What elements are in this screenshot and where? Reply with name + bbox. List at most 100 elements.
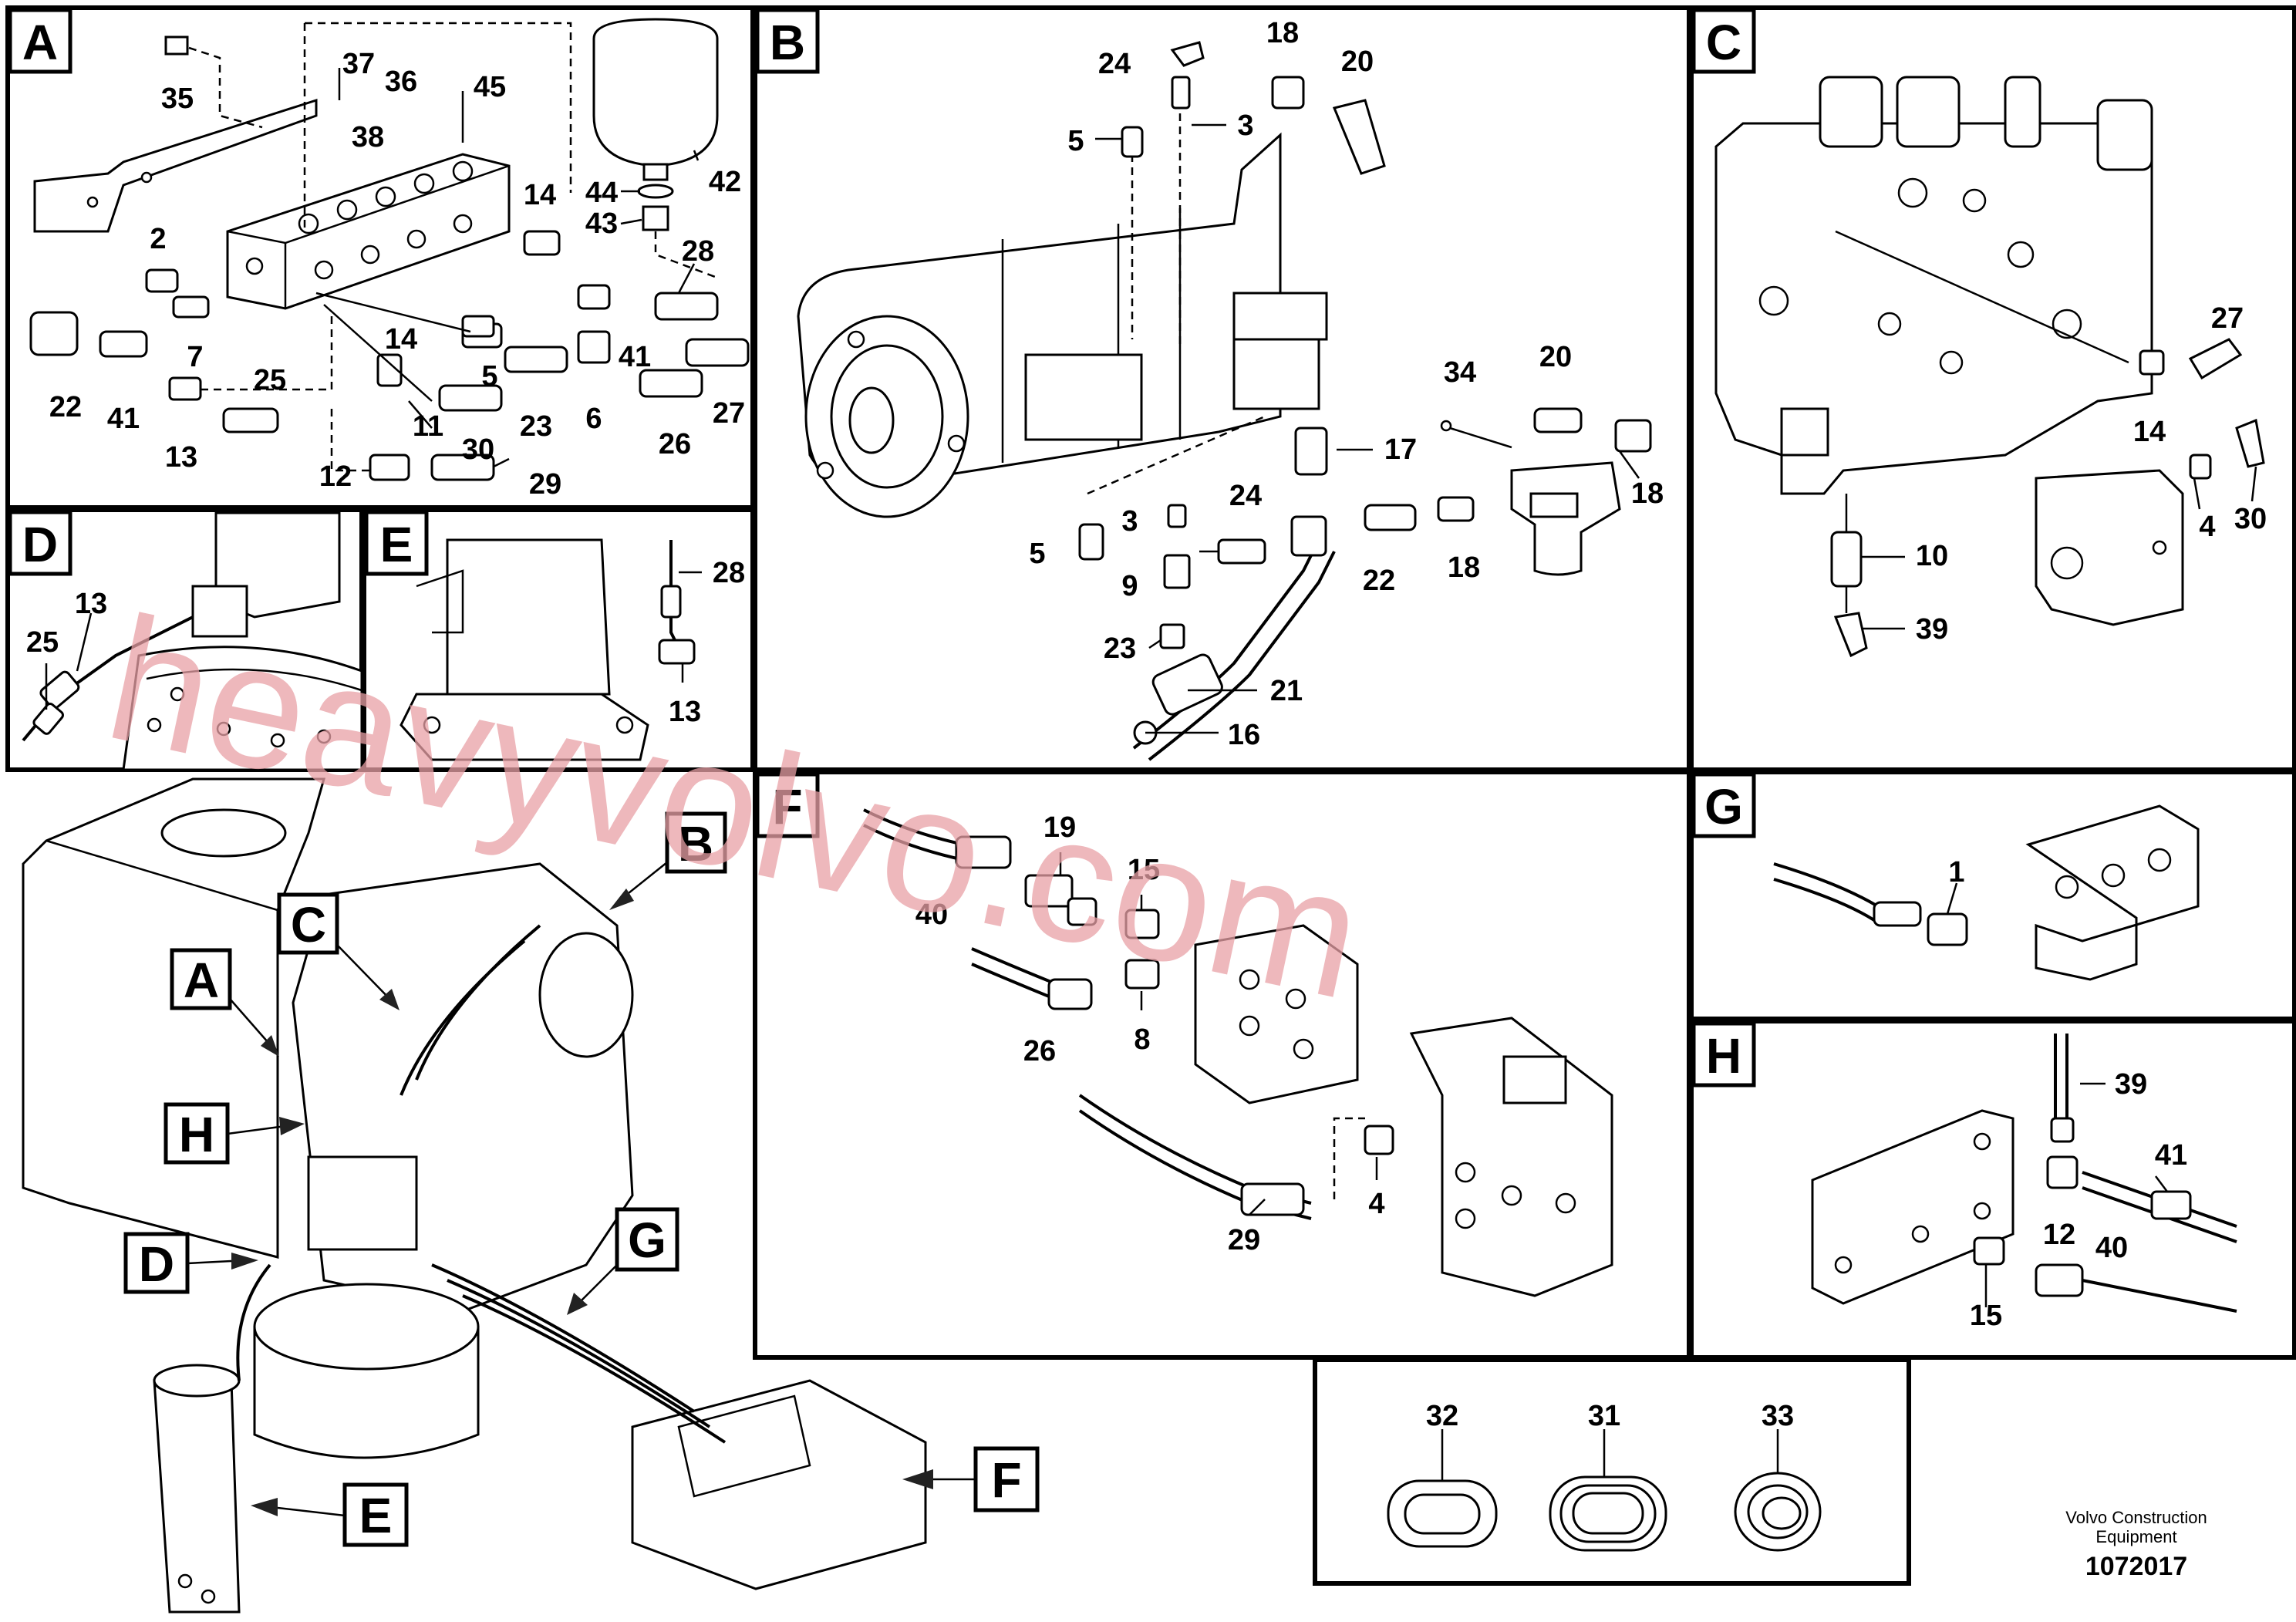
tee-6 [577,330,611,364]
overview-tag-g-label: G [628,1212,666,1268]
callout-b-21: 21 [1270,675,1303,707]
panel-tag-f: F [755,772,820,838]
panel-e-label: E [380,517,413,572]
callout-e-28: 28 [713,557,745,589]
elbow-18-top [1271,76,1305,110]
callout-c-39: 39 [1916,613,1948,646]
valve-block-left [1194,924,1359,1104]
callout-d-13: 13 [75,588,107,620]
panel-d-label: D [22,517,58,572]
fitting-14-lower [461,315,495,338]
fitting-10 [1830,531,1863,588]
fitting-8 [1124,959,1160,990]
fitting-23 [1159,623,1185,649]
overview-tag-f-label: F [991,1452,1021,1508]
overview-tag-h-label: H [179,1107,214,1162]
callout-a-41-right: 41 [619,341,651,373]
panel-c-drawing [1714,76,2265,658]
callout-a-2: 2 [150,223,166,255]
screw-35 [164,35,189,56]
elbow-1 [1927,912,1968,946]
callout-c-4: 4 [2199,511,2215,543]
panel-d-drawing [22,511,363,771]
panel-tag-h: H [1691,1021,1756,1088]
tank-cap [160,808,287,858]
callout-a-12: 12 [319,460,352,493]
hose-end-20-top [1332,99,1386,175]
hose-end-26-f [1047,978,1093,1010]
fitting-14-upper [523,230,561,256]
plug-5-bottom [1078,523,1104,561]
callout-a-29: 29 [529,468,561,501]
fitting-15-h [1973,1236,2005,1266]
callout-f-29: 29 [1228,1224,1260,1256]
fitting-3-bottom [1167,504,1187,528]
hose-end-30 [2235,418,2265,468]
hose-end-23 [504,346,568,373]
control-valve-frame [631,1379,927,1590]
filter-housing [1510,461,1621,576]
callout-b-18-right: 18 [1631,477,1664,510]
panel-f-label: F [772,779,802,835]
callout-a-6: 6 [585,403,602,435]
overview-tags: B C A H D G [123,811,1040,1547]
panel-tag-b: B [755,8,820,74]
tee-12-h [2046,1155,2079,1189]
callout-f-26: 26 [1023,1035,1056,1067]
panel-b-label: B [770,15,805,70]
panel-h-drawing [1811,1034,2237,1313]
callout-b-20-top: 20 [1341,46,1374,78]
overview-tag-a-label: A [184,953,219,1008]
tee-12 [369,454,410,481]
seal-panel-callouts: 32 31 33 [1426,1400,1794,1432]
callout-a-27: 27 [713,397,745,430]
hose-end-21 [1151,653,1223,716]
elbow-27 [2188,338,2243,380]
hose-end-29-f [1240,1182,1305,1216]
mount-plate-h [1811,1109,2014,1305]
callout-b-23: 23 [1104,632,1136,665]
accumulator [592,18,719,167]
callout-c-10: 10 [1916,540,1948,572]
hose-end-40-h [2035,1263,2084,1297]
panel-g-callouts: 1 [1948,856,1964,889]
hydraulic-tank [22,777,325,1259]
callout-a-23: 23 [520,410,552,443]
hose-end-20-right [1533,407,1583,433]
callout-h-39: 39 [2115,1068,2147,1101]
valve-block [226,153,511,310]
panel-g-drawing [1773,804,2200,981]
elbow-24-top [1170,41,1205,67]
overview-pump-flange [538,932,634,1058]
callout-a-35: 35 [161,83,194,115]
footer: Volvo Construction Equipment 1072017 [2065,1508,2207,1581]
callout-a-44: 44 [585,177,618,209]
callout-a-25: 25 [254,364,286,396]
footer-brand-line2: Equipment [2095,1527,2176,1546]
hose-end-25 [222,407,279,433]
callout-a-11: 11 [413,410,443,443]
panel-tag-d: D [8,510,72,576]
callout-seal-33: 33 [1762,1400,1794,1432]
callout-f-15: 15 [1128,854,1160,886]
plug-5-top [1121,126,1144,158]
panel-a-label: A [22,15,58,70]
hose-end-41-h [2150,1190,2192,1220]
fitting-17 [1294,427,1328,476]
callout-h-12: 12 [2043,1219,2075,1251]
panel-e-callouts: 28 13 [669,557,745,728]
callout-seal-32: 32 [1426,1400,1458,1432]
callout-a-38: 38 [352,121,384,153]
adapter-43 [642,205,669,231]
callout-a-5: 5 [481,360,497,393]
hose-end-22 [1364,504,1417,531]
panel-f-callouts: 19 15 40 26 8 29 4 [915,811,1385,1256]
tee-19 [1024,874,1074,908]
swing-motor-base [122,646,363,771]
callout-b-24-bottom: 24 [1229,480,1262,512]
callout-a-45: 45 [474,71,506,103]
seal-44 [637,184,674,199]
callout-f-40: 40 [915,899,948,931]
callout-c-14: 14 [2133,416,2166,448]
panel-tag-e: E [364,510,429,576]
